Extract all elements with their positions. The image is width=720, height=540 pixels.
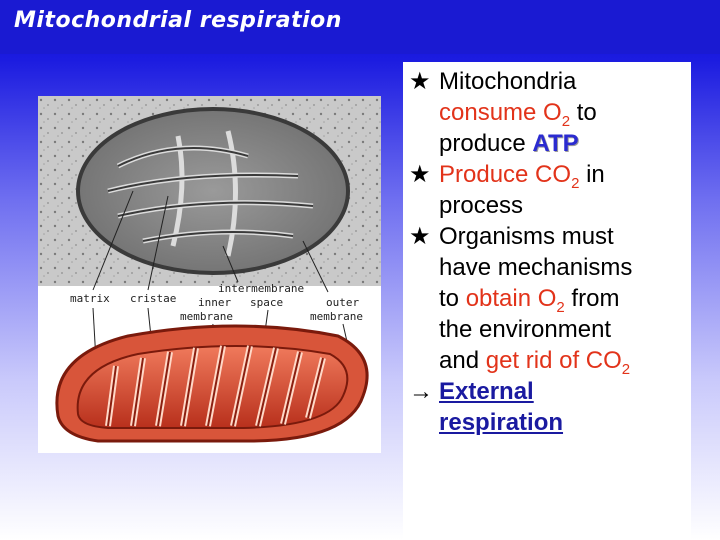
star-icon: ★ xyxy=(409,223,431,250)
bullet-organisms: ★ Organisms must have mechanisms to obta… xyxy=(409,223,633,378)
label-intermembrane: intermembrane xyxy=(218,282,304,295)
bullet-produce-co2: ★ Produce CO2 in process xyxy=(409,161,605,219)
bullet-mitochondria: ★ Mitochondria consume O2 to produce ATP xyxy=(409,68,597,157)
slide-title: Mitochondrial respiration xyxy=(14,8,342,33)
label-matrix: matrix xyxy=(70,292,110,305)
label-inner-membrane: membrane xyxy=(180,310,233,323)
mitochondrion-illustration: matrix cristae intermembrane space inner… xyxy=(38,96,381,443)
title-bar: Mitochondrial respiration xyxy=(0,0,720,54)
label-outer-membrane: membrane xyxy=(310,310,363,323)
text-panel: ★ Mitochondria consume O2 to produce ATP… xyxy=(403,62,691,540)
bullet-list: ★ Mitochondria consume O2 to produce ATP… xyxy=(409,66,689,438)
label-cristae: cristae xyxy=(130,292,176,305)
atp-highlight: ATP xyxy=(532,130,579,157)
external-respiration-link[interactable]: External xyxy=(439,378,534,405)
arrow-right-icon: → xyxy=(409,378,433,405)
mitochondrion-figure: matrix cristae intermembrane space inner… xyxy=(38,96,381,453)
label-outer: outer xyxy=(326,296,359,309)
star-icon: ★ xyxy=(409,161,431,188)
star-icon: ★ xyxy=(409,68,431,95)
label-space: space xyxy=(250,296,283,309)
bullet-external-respiration: → External respiration xyxy=(409,376,689,438)
label-inner: inner xyxy=(198,296,231,309)
external-respiration-link-2[interactable]: respiration xyxy=(439,409,564,436)
